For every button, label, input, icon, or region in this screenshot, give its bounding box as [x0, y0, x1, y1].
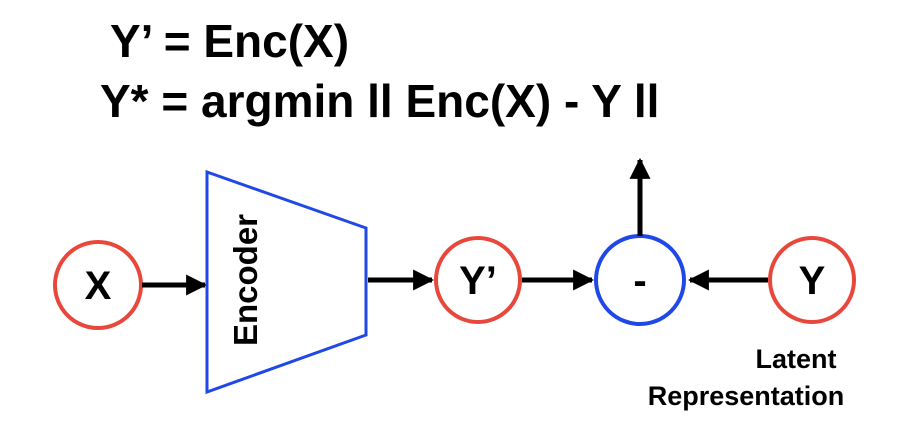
target-node-label: Y — [799, 259, 826, 303]
equation-argmin: Y* = argmin ll Enc(X) - Y ll — [100, 75, 659, 127]
encoder-trapezoid — [205, 169, 368, 395]
subtract-node: - — [594, 234, 686, 326]
target-node-circle — [768, 236, 856, 324]
input-node-circle — [53, 240, 143, 330]
input-node-x: X — [53, 240, 143, 330]
subtract-node-label: - — [633, 259, 646, 303]
encoder-label: Encoder — [227, 214, 264, 346]
prediction-node: Y’ — [434, 236, 522, 324]
caption-representation: Representation — [648, 381, 845, 411]
encoder-block: Encoder — [205, 169, 368, 395]
target-node-y: Y — [768, 236, 856, 324]
caption-latent: Latent — [756, 344, 837, 374]
equation-prediction: Y’ = Enc(X) — [110, 15, 349, 67]
prediction-node-circle — [434, 236, 522, 324]
prediction-node-label: Y’ — [459, 259, 497, 303]
input-node-label: X — [85, 264, 112, 308]
